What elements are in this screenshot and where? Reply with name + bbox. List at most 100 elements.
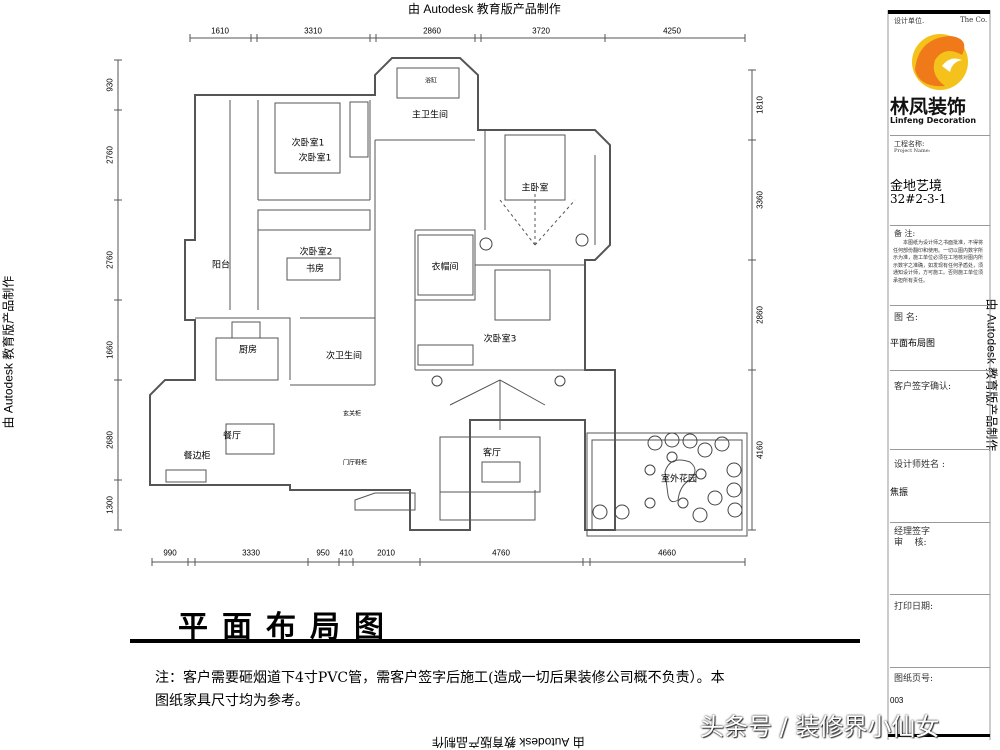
design-unit-label: 设计单位. [894,17,925,25]
dim-bottom-7: 4660 [658,548,676,558]
cloakroom-box [417,234,474,296]
dim-top-3: 2860 [423,26,441,36]
design-unit-en: The Co. [960,16,988,24]
plant-icon [692,507,708,523]
room-label-master-bedroom: 主卧室 [521,183,549,194]
print-date-label: 打印日期: [894,602,934,612]
plant-icon [479,237,493,251]
bed-bedroom1 [274,102,341,174]
drawing-title: 平面布局图 [178,610,398,645]
room-label-second-bath: 次卫生间 [325,351,363,362]
plant-icon [726,482,742,498]
sideboard [165,469,207,483]
divider [890,594,990,595]
page-number-label: 图纸页号: [894,674,934,684]
dim-left-4: 1660 [105,341,115,359]
garden-stool-icon [644,464,656,476]
divider [890,225,990,226]
dim-right-4: 4160 [755,441,765,459]
garden-stool-icon [677,497,689,509]
plant-icon [614,504,630,520]
coffee-table [481,461,521,483]
plants [431,233,743,523]
remarks-text: 本图纸为设计师之书面批准，不得将任何部份翻印和使用。一切以图内数字所示为准，施工… [893,240,984,284]
garden-stool-icon [644,497,656,509]
divider [890,135,990,136]
bathtub [396,67,460,99]
dim-top-4: 3720 [532,26,550,36]
plant-icon [727,502,743,518]
plant-icon [647,435,663,451]
tv-view-lines-master [499,190,576,246]
project-name-label-en: Project Name: [894,148,931,154]
room-label-bedroom2: 次卧室2 [299,247,333,258]
drawing-note-line1: 注：客户需要砸烟道下4寸PVC管，需客户签字后施工(造成一切后果装修公司概不负责… [155,670,725,686]
garden-inner [591,439,743,531]
dim-bottom-2: 3330 [242,548,260,558]
plant-icon [726,462,742,478]
designer-name: 焦振 [890,488,909,498]
wardrobe-bedroom2 [257,209,371,231]
study-desk [286,257,341,281]
dining-table [225,423,275,455]
designer-label: 设计师姓名 : [894,460,945,470]
dim-bottom-5: 2010 [377,548,395,558]
garden-boundary [586,432,748,537]
client-sign-label: 客户签字确认: [894,382,952,392]
room-label-bedroom3: 次卧室3 [483,334,517,345]
logo-text-cn: 林凤装饰 [890,96,967,118]
dim-left-6: 1300 [105,496,115,514]
dim-left-2: 2760 [105,146,115,164]
plant-icon [431,375,443,387]
autodesk-watermark-top: 由 Autodesk 教育版产品制作 [408,2,561,16]
dim-left-3: 2760 [105,251,115,269]
sofa [439,458,536,521]
plant-icon [592,504,608,520]
project-name-label: 工程名称: [894,140,925,148]
title-block-top-bar [888,10,990,14]
project-unit: 32#2-3-1 [890,192,947,206]
room-label-kitchen: 厨房 [238,345,258,356]
divider [890,667,990,668]
room-label-shoe-cabinet: 门厅鞋柜 [342,459,368,467]
drawing-name-label: 图 名: [894,313,918,323]
room-label-living: 客厅 [482,448,502,459]
dim-left-5: 2680 [105,431,115,449]
dim-top-5: 4250 [663,26,681,36]
tv-view-lines-living [449,379,546,430]
bed-bedroom3 [494,269,551,321]
garden-stool-icon [695,468,707,480]
room-label-cloakroom: 衣帽间 [431,262,459,273]
plant-icon [714,436,730,452]
plant-icon [707,490,723,506]
divider [890,522,990,523]
shoe-cabinet [354,492,416,511]
exterior-wall [149,57,616,531]
room-label-entry-cabinet: 玄关柜 [342,410,362,418]
wardrobe-bedroom1 [349,101,369,158]
dim-right-3: 2860 [755,306,765,324]
room-label-balcony: 阳台 [211,260,231,271]
plant-icon [575,233,589,247]
garden-path [664,459,696,503]
logo-text-en: Linfeng Decoration [890,116,977,125]
title-underline [130,639,860,643]
dimension-ticks [114,34,756,566]
dim-top-2: 3310 [304,26,322,36]
review-label: 审 核: [894,538,927,548]
dim-right-1: 1810 [755,96,765,114]
plant-icon [682,433,698,449]
plant-icon [664,432,680,448]
dim-bottom-6: 4760 [492,548,510,558]
dim-bottom-4: 410 [339,548,353,558]
room-label-dining: 餐厅 [222,431,242,442]
dim-top-1: 1610 [211,26,229,36]
dim-right-2: 3360 [755,191,765,209]
divider [890,449,990,450]
dim-left-1: 930 [105,78,115,92]
room-label-bedroom1-dup: 次卧室1 [298,153,332,164]
dim-bottom-3: 950 [316,548,330,558]
room-label-bathtub: 浴缸 [424,77,438,85]
